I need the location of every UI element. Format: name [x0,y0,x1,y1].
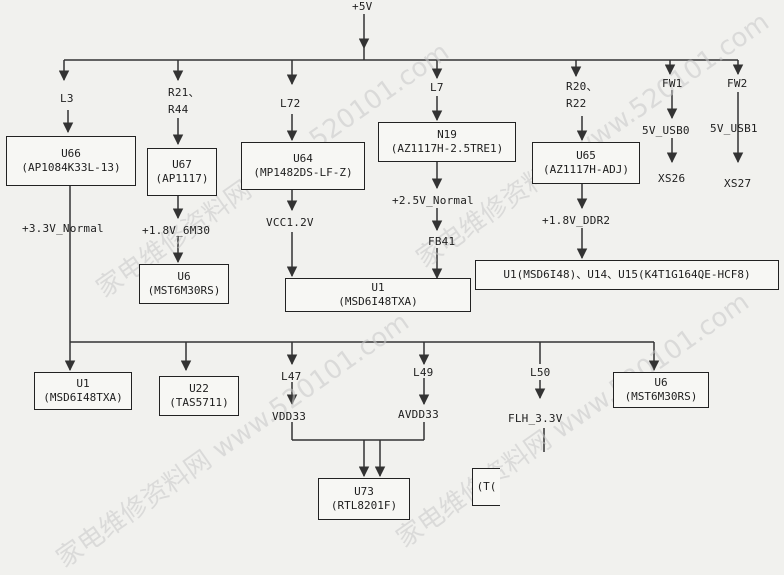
regulator-u64: U64 (MP1482DS-LF-Z) [241,142,365,190]
u22-part: (TAS5711) [169,396,229,409]
label-l3: L3 [60,92,74,105]
ddr-text: U1(MSD6I48)、U14、U15(K4T1G164QE-HCF8) [503,268,751,281]
n19-part: (AZ1117H-2.5TRE1) [390,142,504,155]
label-fb41: FB41 [428,235,456,248]
u6-part: (MST6M30RS) [147,284,221,297]
label-l50: L50 [530,366,551,379]
label-avdd33: AVDD33 [398,408,439,421]
load-u73-rtl8201f: U73 (RTL8201F) [318,478,410,520]
partial-text: (T( [476,480,497,493]
u67-ref: U67 [172,158,192,171]
power-tree-wiring [58,14,744,478]
regulator-u67: U67 (AP1117) [147,148,217,196]
u6-bottom-part: (MST6M30RS) [624,390,698,403]
load-u6-bottom: U6 (MST6M30RS) [613,372,709,408]
u1-part: (MSD6I48TXA) [338,295,418,308]
load-ddr-group: U1(MSD6I48)、U14、U15(K4T1G164QE-HCF8) [475,260,779,290]
regulator-u65: U65 (AZ1117H-ADJ) [532,142,640,184]
label-xs26: XS26 [658,172,686,185]
label-3v3-normal: +3.3V_Normal [22,222,104,235]
load-u22-tas5711: U22 (TAS5711) [159,376,239,416]
label-5v-usb1: 5V_USB1 [710,122,758,135]
u1-bottom-ref: U1 [76,377,90,390]
label-l49: L49 [413,366,434,379]
label-r22: R22 [566,97,587,110]
u6-bottom-ref: U6 [654,376,668,389]
u65-part: (AZ1117H-ADJ) [542,163,630,176]
load-partial-cut: (T( [472,468,500,506]
label-1v8-ddr2: +1.8V_DDR2 [542,214,611,227]
u64-ref: U64 [293,152,313,165]
load-u6-mst6m30rs: U6 (MST6M30RS) [139,264,229,304]
u65-ref: U65 [576,149,596,162]
u64-part: (MP1482DS-LF-Z) [253,166,353,179]
u73-ref: U73 [354,485,374,498]
label-flh-3v3: FLH_3.3V [508,412,563,425]
u22-ref: U22 [189,382,209,395]
u66-ref: U66 [61,147,81,160]
load-u1-msd6i48txa: U1 (MSD6I48TXA) [285,278,471,312]
label-r44: R44 [168,103,189,116]
u66-part: (AP1084K33L-13) [21,161,121,174]
n19-ref: N19 [437,128,457,141]
label-fw2: FW2 [727,77,748,90]
u73-part: (RTL8201F) [330,499,398,512]
label-l72: L72 [280,97,301,110]
label-1v8-6m30: +1.8V_6M30 [142,224,211,237]
regulator-u66: U66 (AP1084K33L-13) [6,136,136,186]
u1-ref: U1 [371,281,385,294]
label-r21: R21、 [168,86,200,99]
label-r20: R20、 [566,80,598,93]
label-5v: +5V [352,0,373,13]
label-2v5-normal: +2.5V_Normal [392,194,474,207]
label-xs27: XS27 [724,177,752,190]
label-fw1: FW1 [662,77,683,90]
regulator-n19: N19 (AZ1117H-2.5TRE1) [378,122,516,162]
label-l47: L47 [281,370,302,383]
u67-part: (AP1117) [155,172,209,185]
label-vcc1v2: VCC1.2V [266,216,314,229]
u1-bottom-part: (MSD6I48TXA) [43,391,123,404]
label-vdd33: VDD33 [272,410,307,423]
load-u1-bottom: U1 (MSD6I48TXA) [34,372,132,410]
u6-ref: U6 [177,270,191,283]
label-l7: L7 [430,81,444,94]
label-5v-usb0: 5V_USB0 [642,124,690,137]
